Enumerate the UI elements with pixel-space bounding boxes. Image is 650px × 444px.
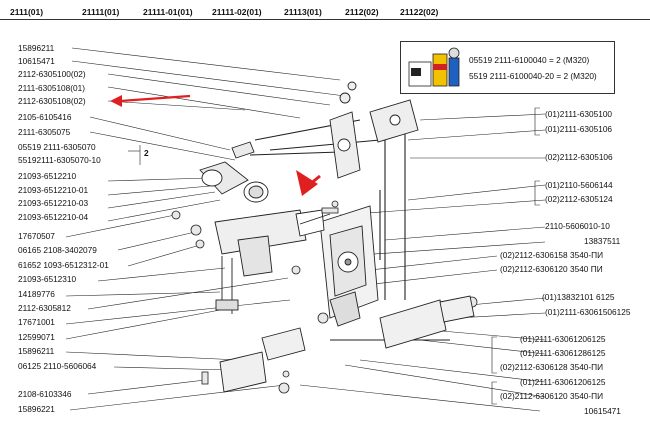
part-number-label: (02)2112-6306120 3540 ПИ bbox=[500, 264, 603, 274]
part-number-label: (02)2112-6305124 bbox=[545, 194, 613, 204]
kit-inset-box: 05519 2111-6100040 = 2 (M320) 5519 2111-… bbox=[400, 41, 615, 94]
part-number-label: 21093-6512210 bbox=[18, 171, 77, 181]
part-number-label: 2112-6305812 bbox=[18, 303, 71, 313]
part-number-label: 2108-6103346 bbox=[18, 389, 72, 399]
part-number-label: (01)2111-6305106 bbox=[545, 124, 613, 134]
bracket-quantity: 2 bbox=[144, 148, 149, 158]
part-number-label: 21093-6512310 bbox=[18, 274, 77, 284]
model-col: 2111(01) bbox=[10, 7, 44, 17]
part-number-label: 2110-5606010-10 bbox=[545, 221, 610, 231]
model-col: 21122(02) bbox=[400, 7, 439, 17]
part-number-label: 2111-6305075 bbox=[18, 127, 71, 137]
part-number-label: (01)2111-63061206125 bbox=[520, 377, 606, 387]
part-number-label: 21093-6512210-01 bbox=[18, 185, 89, 195]
part-number-label: 2105-6105416 bbox=[18, 112, 72, 122]
part-number-label: 13837511 bbox=[584, 236, 621, 246]
kit-row-1: 05519 2111-6100040 = 2 (M320) bbox=[469, 55, 590, 65]
part-number-label: 15896211 bbox=[18, 346, 55, 356]
part-number-label: 10615471 bbox=[18, 56, 55, 66]
model-header: 2111(01) 21111(01) 21111-01(01) 21111-02… bbox=[0, 3, 650, 21]
part-number-label: 17671001 bbox=[18, 317, 55, 327]
model-col: 21111-01(01) bbox=[143, 7, 193, 17]
kit-package-icon bbox=[408, 47, 460, 87]
part-number-label: (02)2112-6306158 3540-ПИ bbox=[500, 250, 604, 260]
part-number-label: 05519 2111-6305070 bbox=[18, 142, 96, 152]
model-col: 21111-02(01) bbox=[212, 7, 262, 17]
kit-row-2: 5519 2111-6100040-20 = 2 (M320) bbox=[469, 71, 597, 81]
part-number-label: (01)2111-6305100 bbox=[545, 109, 613, 119]
part-number-label: (01)13832101 6125 bbox=[542, 292, 615, 302]
model-col: 21113(01) bbox=[284, 7, 322, 17]
part-number-label: 2111-6305108(01) bbox=[18, 83, 86, 93]
model-col: 2112(02) bbox=[345, 7, 379, 17]
part-number-label: 14189776 bbox=[18, 289, 55, 299]
part-number-label: (02)2112-6306128 3540-ПИ bbox=[500, 362, 604, 372]
part-number-label: 2112-6305108(02) bbox=[18, 96, 86, 106]
part-number-label: 21093-6512210-03 bbox=[18, 198, 89, 208]
part-number-label: 06165 2108-3402079 bbox=[18, 245, 97, 255]
model-col: 21111(01) bbox=[82, 7, 120, 17]
header-rule bbox=[0, 19, 650, 20]
part-number-label: 2112-6305100(02) bbox=[18, 69, 86, 79]
part-number-label: 55192111-6305070-10 bbox=[18, 155, 101, 165]
part-number-label: (01)2111-63061206125 bbox=[520, 334, 606, 344]
part-number-label: 12599071 bbox=[18, 332, 55, 342]
part-number-label: (01)2111-63061286125 bbox=[520, 348, 606, 358]
part-number-label: (01)2110-5606144 bbox=[545, 180, 613, 190]
part-number-label: 17670507 bbox=[18, 231, 55, 241]
part-number-label: (02)2112-6306120 3540-ПИ bbox=[500, 391, 604, 401]
part-number-label: 06125 2110-5606064 bbox=[18, 361, 97, 371]
part-number-label: 61652 1093-6512312-01 bbox=[18, 260, 109, 270]
part-number-label: 15896221 bbox=[18, 404, 55, 414]
part-number-label: 15896211 bbox=[18, 43, 55, 53]
part-number-label: 21093-6512210-04 bbox=[18, 212, 89, 222]
part-number-label: (02)2112-6305106 bbox=[545, 152, 613, 162]
part-number-label: 10615471 bbox=[584, 406, 621, 416]
part-number-label: (01)2111-63061506125 bbox=[545, 307, 631, 317]
